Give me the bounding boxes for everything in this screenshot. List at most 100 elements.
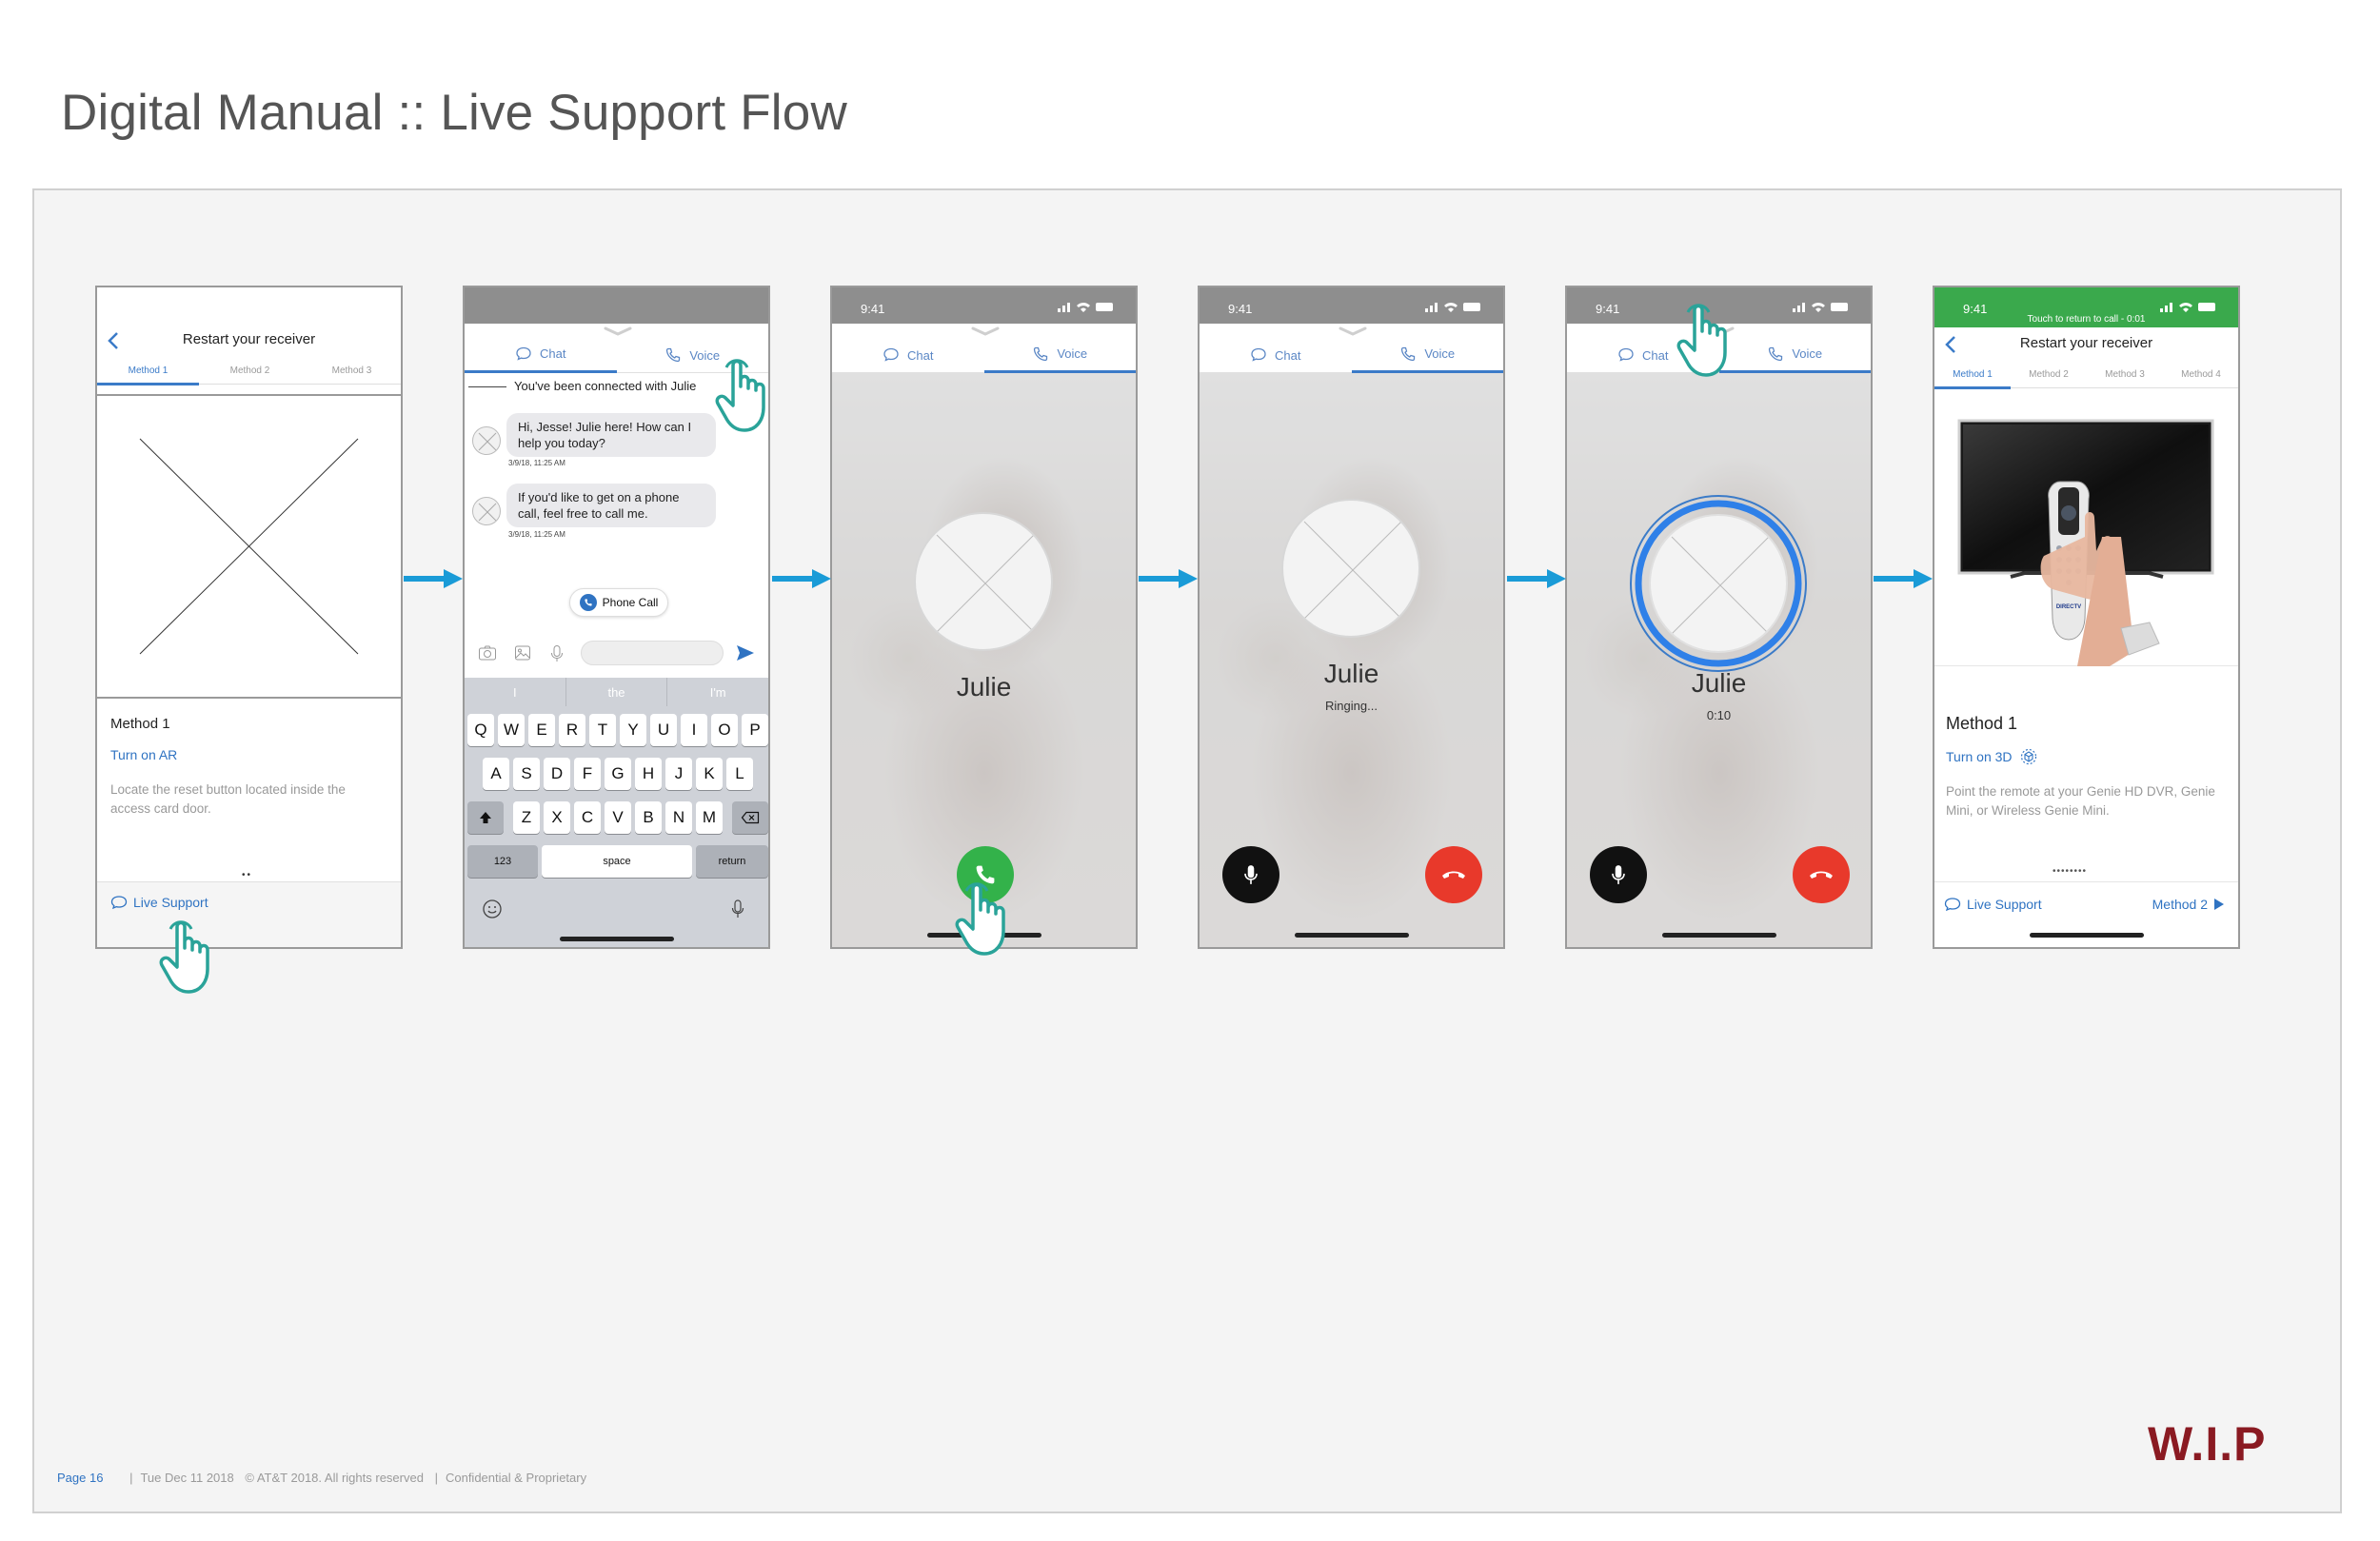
emoji-icon[interactable]	[482, 899, 503, 919]
dictation-icon[interactable]	[731, 899, 744, 919]
tab-chat[interactable]: Chat	[1567, 337, 1719, 373]
key[interactable]: Z	[513, 801, 540, 834]
back-chevron-icon[interactable]	[105, 329, 124, 352]
key[interactable]: Y	[620, 714, 646, 746]
key[interactable]: B	[635, 801, 662, 834]
mute-button[interactable]	[1590, 846, 1647, 903]
answer-call-button[interactable]	[957, 846, 1014, 903]
footer: Page 16 |Tue Dec 11 2018 © AT&T 2018. Al…	[57, 1471, 586, 1485]
chat-icon	[1618, 347, 1634, 362]
key[interactable]: M	[696, 801, 723, 834]
return-to-call-banner[interactable]: 9:41 Touch to return to call - 0:01	[1934, 287, 2238, 327]
flow-arrow	[1139, 567, 1198, 590]
turn-on-ar-link[interactable]: Turn on AR	[110, 747, 178, 762]
tab-method-4[interactable]: Method 4	[2181, 369, 2221, 380]
next-method-label: Method 2	[2152, 897, 2208, 912]
tab-method-3[interactable]: Method 3	[331, 365, 372, 376]
status-bar: 9:41	[832, 287, 1136, 324]
tab-voice-label: Voice	[1792, 346, 1823, 361]
signal-wifi-battery-icon	[1425, 303, 1480, 312]
tab-chat[interactable]: Chat	[465, 337, 617, 373]
back-chevron-icon[interactable]	[1942, 333, 1961, 356]
end-call-button[interactable]	[1425, 846, 1482, 903]
backspace-key[interactable]	[732, 801, 768, 834]
key[interactable]: L	[726, 758, 753, 790]
key[interactable]: W	[498, 714, 525, 746]
key[interactable]: N	[665, 801, 692, 834]
tab-voice[interactable]: Voice	[1351, 337, 1503, 373]
tab-method-1[interactable]: Method 1	[1953, 369, 1993, 380]
footer-copyright: © AT&T 2018. All rights reserved	[245, 1471, 424, 1485]
tab-method-3[interactable]: Method 3	[2105, 369, 2145, 380]
shift-key[interactable]	[467, 801, 504, 834]
live-support-button[interactable]: Live Support	[110, 895, 208, 910]
send-icon[interactable]	[735, 642, 756, 663]
phone-icon	[1401, 346, 1416, 361]
signal-wifi-battery-icon	[1058, 303, 1113, 312]
phone-call-label: Phone Call	[602, 596, 659, 609]
key[interactable]: V	[605, 801, 631, 834]
microphone-icon[interactable]	[550, 644, 564, 663]
key[interactable]: K	[696, 758, 723, 790]
key[interactable]: F	[574, 758, 601, 790]
chat-bubble-icon	[1944, 898, 1961, 912]
end-call-button[interactable]	[1793, 846, 1850, 903]
tab-voice[interactable]: Voice	[617, 337, 769, 373]
return-key[interactable]: return	[696, 845, 768, 878]
microphone-icon	[1244, 865, 1258, 884]
key[interactable]: S	[513, 758, 540, 790]
key[interactable]: A	[483, 758, 509, 790]
home-indicator	[1295, 933, 1409, 938]
key[interactable]: G	[605, 758, 631, 790]
chat-icon	[516, 346, 531, 361]
screen-restart-receiver: Restart your receiver Method 1 Method 2 …	[95, 286, 403, 949]
tab-method-2[interactable]: Method 2	[2029, 369, 2069, 380]
key[interactable]: J	[665, 758, 692, 790]
suggestion-item[interactable]: I	[465, 678, 566, 706]
key[interactable]: Q	[467, 714, 494, 746]
numbers-key[interactable]: 123	[467, 845, 538, 878]
keyboard-row-3: Z X C V B N M	[465, 801, 768, 834]
chat-icon	[1251, 347, 1266, 362]
key[interactable]: X	[544, 801, 570, 834]
suggestion-item[interactable]: I'm	[709, 684, 726, 700]
key[interactable]: E	[528, 714, 555, 746]
key[interactable]: O	[711, 714, 738, 746]
caller-name: Julie	[956, 672, 1012, 701]
key[interactable]: D	[544, 758, 570, 790]
drag-handle-icon[interactable]	[604, 326, 632, 337]
caller-name: Julie	[1323, 659, 1379, 688]
screen-ringing: 9:41 Chat Voice Julie Ringing...	[1198, 286, 1505, 949]
tab-voice[interactable]: Voice	[983, 337, 1136, 373]
tab-method-1[interactable]: Method 1	[128, 365, 169, 376]
live-support-button[interactable]: Live Support	[1944, 897, 2042, 912]
message-input[interactable]	[581, 641, 724, 665]
next-method-button[interactable]: Method 2	[2152, 897, 2225, 912]
drag-handle-icon[interactable]	[1339, 326, 1367, 337]
tab-chat[interactable]: Chat	[832, 337, 984, 373]
key[interactable]: R	[559, 714, 585, 746]
space-key[interactable]: space	[542, 845, 692, 878]
tab-chat-label: Chat	[1275, 347, 1301, 363]
drag-handle-icon[interactable]	[971, 326, 1000, 337]
phone-icon	[976, 865, 995, 884]
mute-button[interactable]	[1222, 846, 1279, 903]
key[interactable]: P	[742, 714, 768, 746]
key[interactable]: U	[650, 714, 677, 746]
key[interactable]: C	[574, 801, 601, 834]
flow-arrow	[404, 567, 463, 590]
phone-call-button[interactable]: Phone Call	[569, 588, 668, 617]
key[interactable]: H	[635, 758, 662, 790]
suggestion-item[interactable]: the	[566, 678, 668, 706]
tab-method-2[interactable]: Method 2	[229, 365, 270, 376]
image-icon[interactable]	[514, 644, 531, 662]
microphone-icon	[1612, 865, 1625, 884]
page-number: Page 16	[57, 1471, 104, 1485]
turn-on-3d-link[interactable]: Turn on 3D	[1946, 748, 2037, 765]
key[interactable]: I	[681, 714, 707, 746]
key[interactable]: T	[589, 714, 616, 746]
tab-voice[interactable]: Voice	[1718, 337, 1871, 373]
tab-chat[interactable]: Chat	[1200, 337, 1352, 373]
camera-icon[interactable]	[478, 644, 497, 662]
